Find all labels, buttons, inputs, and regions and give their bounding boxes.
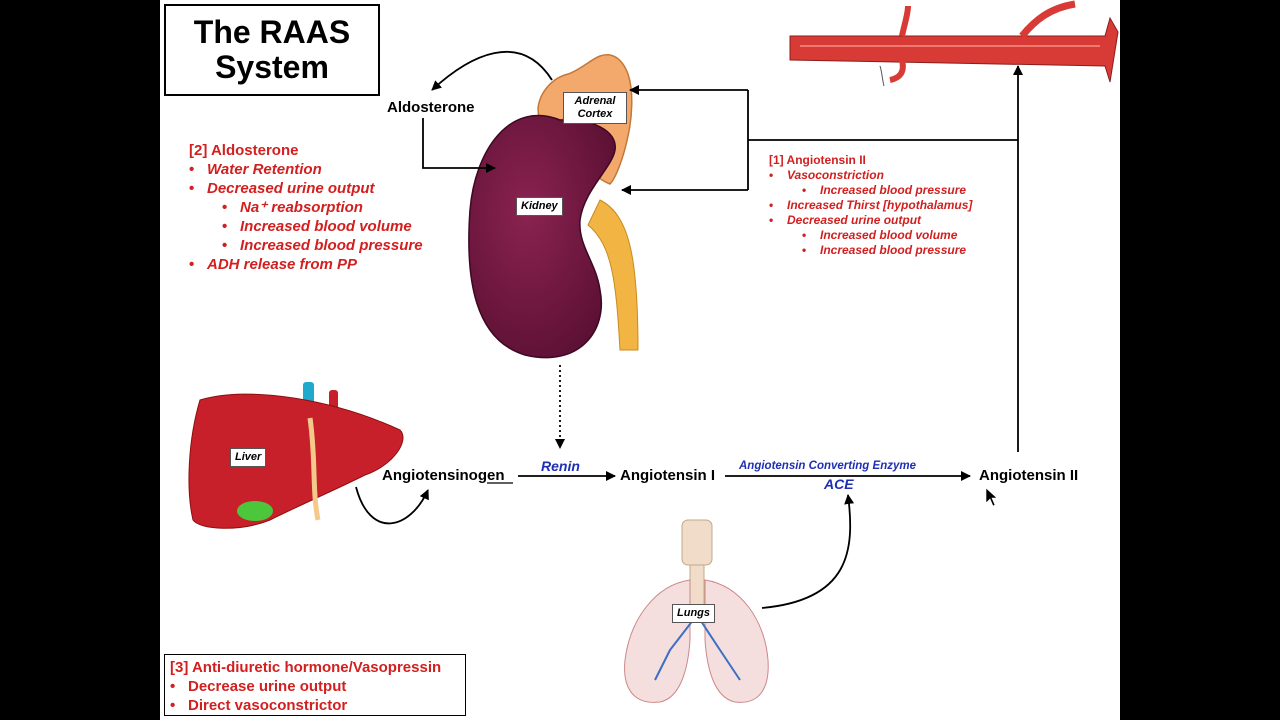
adh-effects-box: [3] Anti-diuretic hormone/Vasopressin De… — [164, 654, 466, 716]
angiotensin2-effect-subitem: Increased blood volume — [802, 228, 972, 243]
angiotensin2-effect-item: Increased Thirst [hypothalamus] — [769, 198, 972, 213]
angiotensin2-effect-subitem: Increased blood pressure — [802, 243, 972, 258]
angiotensin2-effects-list: [1] Angiotensin II Vasoconstriction Incr… — [769, 153, 972, 258]
angiotensin2-effect-subitem: Increased blood pressure — [802, 183, 972, 198]
ace-label: ACE — [824, 476, 854, 492]
ace-full-label: Angiotensin Converting Enzyme — [739, 460, 916, 472]
angiotensin2-effect-item: Vasoconstriction — [769, 168, 972, 183]
ureter-illustration — [587, 199, 639, 351]
liver-illustration — [188, 382, 404, 529]
lungs-label: Lungs — [672, 604, 715, 623]
adrenal-label-line1: Adrenal — [574, 95, 616, 107]
angiotensinogen-node: Angiotensinogen — [382, 467, 505, 484]
title-line-1: The RAAS — [193, 14, 351, 50]
adh-effect-item: Decrease urine output — [170, 677, 460, 696]
slide: The RAAS System Adrenal Cortex Kidney Li… — [160, 0, 1120, 720]
adh-effect-item: Direct vasoconstrictor — [170, 696, 460, 715]
aldosterone-to-kidney-arrow — [422, 118, 496, 173]
lungs-to-ace-arrow — [761, 494, 855, 609]
blood-vessel-illustration — [789, 0, 1119, 87]
aldosterone-effect-item: Decreased urine output — [189, 179, 423, 198]
raas-diagram — [188, 0, 1119, 703]
aldosterone-effect-subitem: Na⁺ reabsorption — [222, 198, 423, 217]
angiotensin2-effect-item: Decreased urine output — [769, 213, 972, 228]
adrenal-cortex-label: Adrenal Cortex — [563, 92, 627, 124]
angiotensin-1-node: Angiotensin I — [620, 467, 715, 484]
renin-label: Renin — [541, 458, 580, 474]
kidney-label: Kidney — [516, 197, 563, 216]
liver-label: Liver — [230, 448, 267, 467]
aldosterone-effect-item: ADH release from PP — [189, 255, 423, 274]
adh-effects-heading: [3] Anti-diuretic hormone/Vasopressin — [170, 659, 442, 676]
angiotensinogen-suffix: ogen — [468, 467, 505, 484]
angiotensin2-effects-heading: [1] Angiotensin II — [769, 153, 866, 167]
mouse-cursor-icon — [985, 487, 998, 507]
angiotensin-2-node: Angiotensin II — [979, 467, 1079, 484]
aldosterone-effect-item: Water Retention — [189, 160, 423, 179]
aldosterone-node: Aldosterone — [387, 99, 475, 116]
angiotensinogen-prefix: Angiotensin — [382, 467, 469, 484]
aldosterone-effect-subitem: Increased blood pressure — [222, 236, 423, 255]
adrenal-label-line2: Cortex — [577, 108, 613, 120]
title-box: The RAAS System — [164, 4, 380, 96]
aldosterone-effect-subitem: Increased blood volume — [222, 217, 423, 236]
connector-arrows — [355, 50, 1023, 609]
aldosterone-effects-heading: [2] Aldosterone — [189, 142, 299, 159]
liver-to-angiotensinogen-arrow — [355, 486, 429, 525]
title-line-2: System — [215, 49, 329, 85]
aldosterone-effects-list: [2] Aldosterone Water Retention Decrease… — [189, 141, 423, 274]
kidney-illustration — [468, 114, 616, 359]
adrenal-to-aldosterone-arrow — [431, 50, 553, 91]
